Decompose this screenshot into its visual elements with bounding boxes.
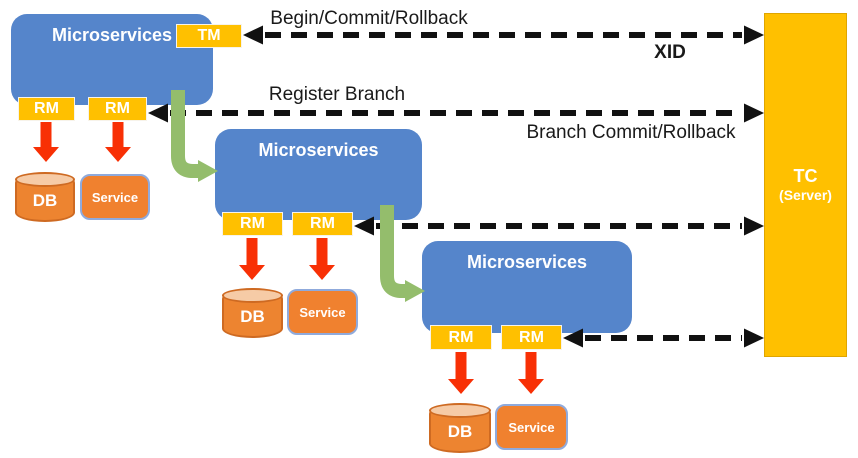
db-cylinder-2: DB	[222, 288, 283, 338]
tc-name: TC	[793, 166, 818, 186]
db-cylinder-1: DB	[15, 172, 75, 222]
tc-subtitle: (Server)	[779, 187, 832, 203]
microservices-title-3: Microservices	[466, 252, 588, 272]
microservices-block-2: Microservices	[215, 129, 422, 220]
red-arrow-rm2b-service	[309, 238, 335, 280]
rm-label: RM	[105, 100, 130, 117]
db-cylinder-top	[15, 172, 75, 187]
service-box-1: Service	[80, 174, 150, 220]
arrowhead-right-icon	[744, 25, 764, 45]
service-label: Service	[299, 304, 346, 320]
db-label: DB	[32, 190, 58, 210]
rm-badge-2a: RM	[222, 212, 283, 236]
db-cylinder-3: DB	[429, 403, 491, 453]
rm-badge-1a: RM	[18, 97, 75, 121]
db-cylinder-top	[222, 288, 283, 303]
red-arrow-rm2a-db	[239, 238, 265, 280]
db-label: DB	[447, 421, 473, 441]
db-cylinder-top	[429, 403, 491, 418]
tc-server-box: TC (Server)	[764, 13, 847, 357]
service-box-3: Service	[495, 404, 568, 450]
rm-badge-2b: RM	[292, 212, 353, 236]
dashed-arrow-ms2-tc	[354, 216, 764, 236]
service-box-2: Service	[287, 289, 358, 335]
arrowhead-right-icon	[744, 328, 764, 348]
red-arrow-rm3a-db	[448, 352, 474, 394]
red-arrow-rm1a-db	[33, 122, 59, 162]
label-xid: XID	[654, 42, 686, 63]
rm-label: RM	[34, 100, 59, 117]
db-label: DB	[240, 306, 265, 326]
rm-label: RM	[240, 215, 265, 232]
rm-badge-3a: RM	[430, 325, 492, 350]
label-branch-commit-rollback: Branch Commit/Rollback	[526, 122, 736, 143]
rm-label: RM	[448, 328, 474, 346]
microservices-title-2: Microservices	[258, 140, 379, 160]
microservices-title-1: Microservices	[51, 25, 173, 45]
arrowhead-right-icon	[744, 216, 764, 236]
red-arrow-rm1b-service	[105, 122, 131, 162]
arrowhead-left-icon	[148, 103, 168, 123]
microservices-block-3: Microservices	[422, 241, 632, 333]
label-begin-commit-rollback: Begin/Commit/Rollback	[270, 8, 468, 29]
label-register-branch: Register Branch	[268, 84, 406, 105]
rm-badge-3b: RM	[501, 325, 562, 350]
tm-badge: TM	[176, 24, 242, 48]
red-arrow-rm3b-service	[518, 352, 544, 394]
arrowhead-right-icon	[744, 103, 764, 123]
rm-badge-1b: RM	[88, 97, 147, 121]
service-label: Service	[91, 189, 139, 205]
rm-label: RM	[519, 328, 544, 346]
dashed-arrow-register-branch	[148, 103, 764, 123]
tm-label: TM	[197, 27, 221, 44]
service-label: Service	[508, 419, 555, 435]
rm-label: RM	[310, 215, 335, 232]
